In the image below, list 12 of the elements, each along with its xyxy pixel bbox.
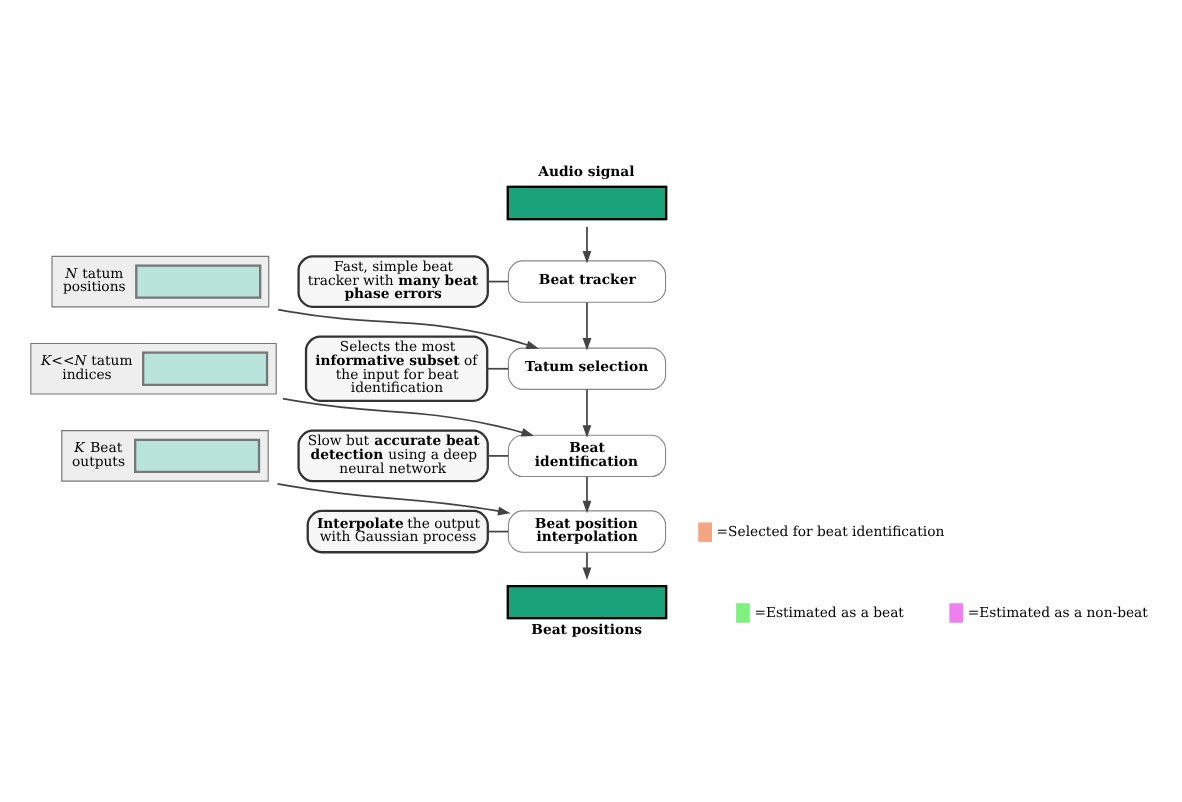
arrow bbox=[582, 387, 592, 437]
connector bbox=[487, 529, 509, 532]
arrow bbox=[281, 396, 535, 436]
arrow bbox=[582, 474, 592, 513]
arrow bbox=[582, 300, 592, 350]
connector bbox=[486, 279, 510, 282]
arrow bbox=[277, 307, 539, 349]
connector bbox=[486, 454, 510, 456]
arrow bbox=[582, 225, 592, 263]
arrow bbox=[582, 550, 592, 579]
arrow bbox=[276, 482, 511, 515]
connector bbox=[486, 366, 510, 369]
